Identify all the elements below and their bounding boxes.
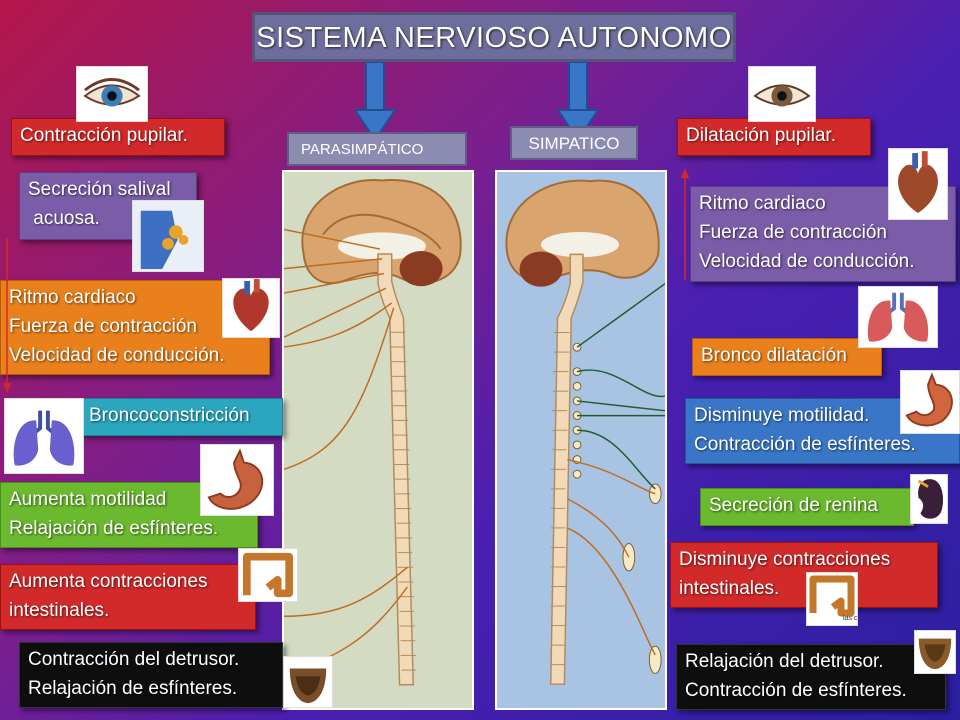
effect-line: Relajación de esfínteres.: [9, 518, 219, 539]
arrow-down-icon: [355, 62, 395, 140]
effect-contraccion-detrusor: Contracción del detrusor. Relajación de …: [19, 642, 283, 708]
colon-icon: [238, 548, 298, 602]
effect-line: Broncoconstricción: [89, 405, 250, 426]
effect-line: Contracción del detrusor.: [28, 649, 240, 670]
effect-relajacion-detrusor: Relajación del detrusor. Contracción de …: [676, 644, 946, 710]
effect-line: Disminuye motilidad.: [694, 405, 870, 426]
eye-icon: [76, 66, 148, 122]
red-guide-line: [681, 168, 689, 280]
effect-dilatacion-pupilar: Dilatación pupilar.: [677, 118, 871, 156]
stomach-icon: [900, 370, 960, 434]
bladder-icon: [283, 656, 333, 708]
parasympathetic-header: PARASIMPÁTICO: [287, 132, 467, 166]
effect-line: Secreción salival: [28, 179, 171, 200]
effect-line: Aumenta contracciones: [9, 571, 208, 592]
effect-line: Dilatación pupilar.: [686, 125, 836, 146]
kidney-icon: [910, 474, 948, 524]
lungs-icon: [4, 398, 84, 474]
sympathetic-header: SIMPATICO: [510, 126, 638, 160]
effect-line: Disminuye contracciones: [679, 549, 891, 570]
effect-line: Contracción pupilar.: [20, 125, 188, 146]
effect-line: acuosa.: [28, 208, 100, 229]
effect-line: Secreción de renina: [709, 495, 878, 516]
effect-line: Ritmo cardiaco: [699, 193, 826, 214]
lungs-icon: [858, 286, 938, 348]
effect-disminuye-motilidad: Disminuye motilidad. Contracción de esfí…: [685, 398, 960, 464]
colon-icon: [809, 575, 855, 617]
effect-bronco-dilatacion: Bronco dilatación: [692, 338, 882, 376]
effect-line: Bronco dilatación: [701, 345, 847, 366]
effect-line: Fuerza de contracción: [9, 316, 197, 337]
sympathetic-diagram: [495, 170, 667, 710]
salivary-gland-icon: [132, 200, 204, 272]
image-caption: las c: [843, 615, 858, 622]
heart-icon: [888, 148, 948, 220]
effect-line: Aumenta motilidad: [9, 489, 167, 510]
effect-line: Relajación de esfínteres.: [28, 678, 238, 699]
eye-icon: [748, 66, 816, 122]
effect-line: intestinales.: [679, 578, 780, 599]
effect-broncoconstriccion: Broncoconstricción: [80, 398, 283, 436]
effect-line: intestinales.: [9, 600, 110, 621]
colon-image: las c: [806, 572, 858, 626]
stomach-icon: [200, 444, 274, 516]
parasympathetic-diagram: [282, 170, 474, 710]
effect-line: Ritmo cardiaco: [9, 287, 136, 308]
effect-ritmo-cardiaco-simpatico: Ritmo cardiaco Fuerza de contracción Vel…: [690, 186, 956, 282]
arrow-down-icon: [558, 62, 598, 140]
effect-line: Contracción de esfínteres.: [685, 680, 907, 701]
effect-line: Fuerza de contracción: [699, 222, 887, 243]
effect-line: Velocidad de conducción.: [9, 345, 225, 366]
effect-line: Relajación del detrusor.: [685, 651, 884, 672]
effect-disminuye-contracciones: Disminuye contracciones intestinales.: [670, 542, 938, 608]
effect-aumenta-contracciones: Aumenta contracciones intestinales.: [0, 564, 256, 630]
effect-line: Contracción de esfínteres.: [694, 434, 916, 455]
heart-icon: [222, 278, 280, 338]
red-guide-line: [3, 238, 11, 393]
page-title: SISTEMA NERVIOSO AUTONOMO: [252, 12, 736, 62]
effect-line: Velocidad de conducción.: [699, 251, 915, 272]
bladder-icon: [914, 630, 956, 674]
effect-secrecion-renina: Secreción de renina: [700, 488, 914, 526]
effect-contraccion-pupilar: Contracción pupilar.: [11, 118, 225, 156]
